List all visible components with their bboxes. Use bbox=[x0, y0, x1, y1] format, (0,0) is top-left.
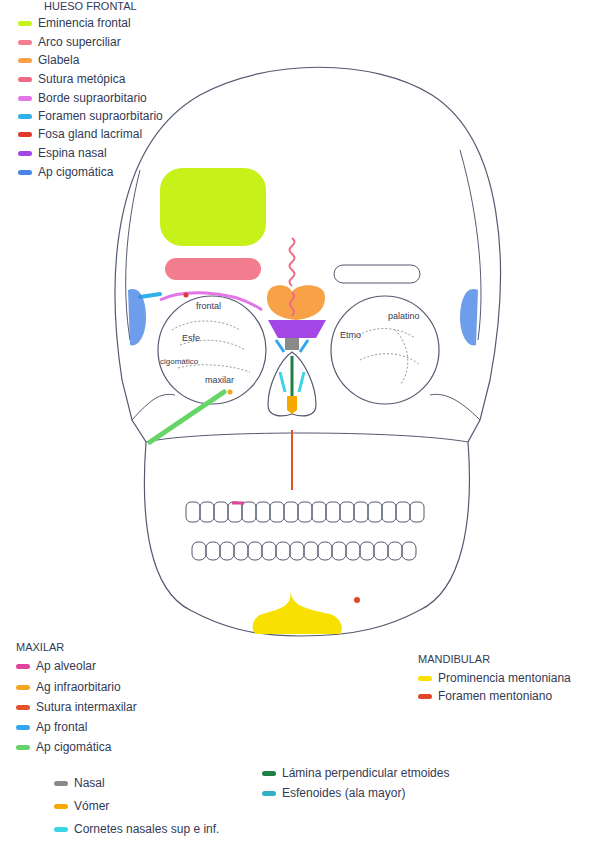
legend-row: Vómer bbox=[54, 799, 109, 813]
legend-row: Glabela bbox=[18, 53, 79, 67]
legend-text: Foramen mentoniano bbox=[438, 689, 552, 703]
legend-text: Ag infraorbitario bbox=[36, 680, 121, 694]
legend-swatch bbox=[18, 170, 32, 175]
legend-swatch bbox=[18, 96, 32, 101]
group-heading: MANDIBULAR bbox=[418, 653, 490, 666]
legend-row: Fosa gland lacrimal bbox=[18, 127, 142, 141]
legend-swatch bbox=[16, 725, 30, 730]
legend-text: Esfenoides (ala mayor) bbox=[282, 786, 405, 800]
legend-row: Arco superciliar bbox=[18, 35, 121, 49]
legend-row: Cornetes nasales sup e inf. bbox=[54, 822, 219, 836]
legend-row: Foramen supraorbitario bbox=[18, 109, 163, 123]
legend-row: Foramen mentoniano bbox=[418, 689, 552, 703]
legend-text: Espina nasal bbox=[38, 146, 107, 160]
legend-swatch bbox=[262, 791, 276, 796]
legend-row: Ap cigomática bbox=[16, 740, 111, 754]
bone-label: Esfe bbox=[182, 333, 200, 343]
legend-text: Cornetes nasales sup e inf. bbox=[74, 822, 219, 836]
legend-swatch bbox=[262, 771, 276, 776]
legend-text: Fosa gland lacrimal bbox=[38, 127, 142, 141]
legend-swatch bbox=[18, 40, 32, 45]
legend-text: Glabela bbox=[38, 53, 79, 67]
legend-swatch bbox=[18, 77, 32, 82]
legend-swatch bbox=[18, 58, 32, 63]
legend-text: Foramen supraorbitario bbox=[38, 109, 163, 123]
legend-text: Ap alveolar bbox=[36, 659, 96, 673]
legend-text: Ap frontal bbox=[36, 720, 87, 734]
legend-swatch bbox=[54, 781, 68, 786]
bone-label: Etmo bbox=[340, 330, 361, 340]
legend-swatch bbox=[18, 114, 32, 119]
legend-text: Sutura intermaxilar bbox=[36, 700, 137, 714]
legend-swatch bbox=[418, 694, 432, 699]
legend-text: Borde supraorbitario bbox=[38, 91, 147, 105]
legend-text: Sutura metópica bbox=[38, 72, 125, 86]
legend-row: Borde supraorbitario bbox=[18, 91, 147, 105]
legend-row: Nasal bbox=[54, 776, 105, 790]
bone-label: maxilar bbox=[205, 375, 234, 385]
legend-row: Sutura intermaxilar bbox=[16, 700, 137, 714]
legend-text: Eminencia frontal bbox=[38, 16, 131, 30]
legend-swatch bbox=[18, 132, 32, 137]
legend-row: Eminencia frontal bbox=[18, 16, 131, 30]
legend-text: Lámina perpendicular etmoides bbox=[282, 766, 449, 780]
legend-swatch bbox=[18, 21, 32, 26]
legend-text: Vómer bbox=[74, 799, 109, 813]
legend-row: Sutura metópica bbox=[18, 72, 125, 86]
legend-row: Ap alveolar bbox=[16, 659, 96, 673]
legend-text: Ap cigomática bbox=[38, 165, 113, 179]
legend-row: Lámina perpendicular etmoides bbox=[262, 766, 449, 780]
legend-text: Ap cigomática bbox=[36, 740, 111, 754]
legend-row: Ap frontal bbox=[16, 720, 87, 734]
legend-swatch bbox=[16, 745, 30, 750]
legend-text: Nasal bbox=[74, 776, 105, 790]
group-heading: MAXILAR bbox=[16, 641, 64, 654]
bone-label: palatino bbox=[388, 311, 420, 321]
legend-swatch bbox=[16, 705, 30, 710]
legend-row: Ap cigomática bbox=[18, 165, 113, 179]
bone-label: frontal bbox=[196, 301, 221, 311]
bone-label: cigomático bbox=[160, 357, 198, 366]
legend-swatch bbox=[16, 664, 30, 669]
legend-swatch bbox=[18, 151, 32, 156]
legend-row: Espina nasal bbox=[18, 146, 107, 160]
legend-row: Esfenoides (ala mayor) bbox=[262, 786, 405, 800]
legend-swatch bbox=[418, 676, 432, 681]
group-heading: HUESO FRONTAL bbox=[44, 0, 137, 13]
legend-row: Ag infraorbitario bbox=[16, 680, 121, 694]
legend-text: Arco superciliar bbox=[38, 35, 121, 49]
legend-swatch bbox=[16, 685, 30, 690]
legend-swatch bbox=[54, 827, 68, 832]
legend-row: Prominencia mentoniana bbox=[418, 671, 571, 685]
legend-swatch bbox=[54, 804, 68, 809]
legend-text: Prominencia mentoniana bbox=[438, 671, 571, 685]
